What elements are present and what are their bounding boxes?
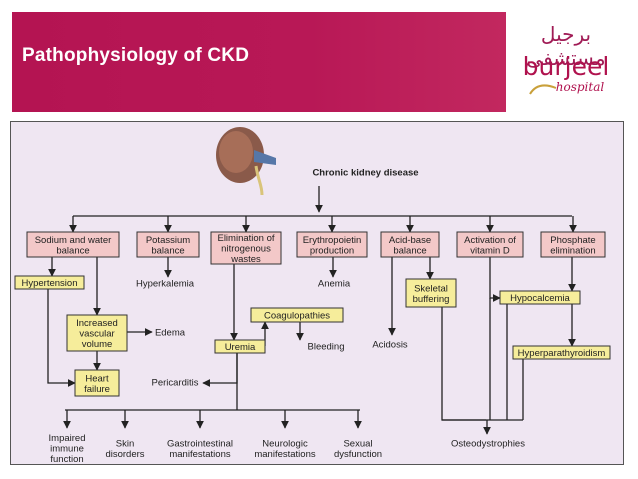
heart-failure-box-label: failure [84, 384, 110, 395]
bleeding-label-label: Bleeding [308, 342, 345, 353]
acidosis-label-label: Acidosis [372, 340, 408, 351]
outcome-1-label: immune [50, 444, 84, 455]
category-box-1-label: balance [56, 245, 89, 256]
pericarditis-label: Pericarditis [152, 378, 199, 389]
outcome-5-label: Sexual [343, 438, 372, 449]
root-node: Chronic kidney disease [312, 168, 418, 179]
category-box-2-label: Potassium [146, 235, 190, 246]
increased-volume-box-label: vascular [79, 329, 114, 340]
hospital-logo [506, 12, 626, 112]
hypocalcemia-box-label: Hypocalcemia [510, 293, 570, 304]
osteodystrophies-label-label: Osteodystrophies [451, 439, 525, 450]
outcome-1-label: function [50, 454, 83, 465]
outcome-1-label: Impaired [49, 433, 86, 444]
outcome-3-label: manifestations [169, 449, 231, 460]
connector-line [202, 353, 238, 387]
outcome-2-label: Skin [116, 438, 134, 449]
heart-failure-box-label: Heart [85, 373, 109, 384]
increased-volume-box-label: volume [82, 339, 113, 350]
outcome-4-label: manifestations [254, 449, 316, 460]
kidney-illustration [216, 127, 276, 196]
outcome-4-label: Neurologic [262, 438, 308, 449]
increased-volume-box-label: Increased [76, 318, 118, 329]
hypocalcemia-box: Hypocalcemia [499, 290, 581, 305]
uremia-label-box: Uremia [214, 339, 266, 354]
outcome-5-label: dysfunction [334, 449, 382, 460]
connector-line [47, 289, 76, 387]
hyperkalemia-label-label: Hyperkalemia [136, 279, 195, 290]
connector-line [441, 307, 486, 421]
edema-label-label: Edema [155, 328, 186, 339]
category-box-1-label: Sodium and water [35, 235, 112, 246]
logo-swoosh-icon [529, 84, 557, 95]
hyperparathyroidism-box-label: Hyperparathyroidism [518, 348, 606, 359]
category-box-3-label: Elimination of [217, 233, 274, 244]
hypertension-box-label: Hypertension [22, 278, 78, 289]
category-box-4-label: production [310, 245, 354, 256]
category-box-7-label: Phosphate [550, 235, 595, 246]
edema-label: Edema [155, 328, 186, 339]
outcome-3-label: Gastrointestinal [167, 438, 233, 449]
coagulopathies-box: Coagulopathies [250, 307, 344, 323]
logo-arabic-text: برجيل مستشفى [526, 22, 606, 70]
pericarditis-label-label: Pericarditis [152, 378, 199, 389]
category-box-3-label: wastes [230, 254, 261, 265]
anemia-label-label: Anemia [318, 279, 351, 290]
hypertension-box: Hypertension [14, 275, 85, 290]
osteodystrophies-label: Osteodystrophies [451, 439, 525, 450]
logo-subtitle: hospital [555, 80, 605, 94]
category-box-7-label: elimination [550, 245, 595, 256]
category-box-5-label: balance [393, 245, 426, 256]
acidosis-label: Acidosis [372, 340, 408, 351]
category-box-3-label: nitrogenous [221, 244, 271, 255]
outcome-2-label: disorders [105, 449, 144, 460]
hyperkalemia-label: Hyperkalemia [136, 279, 195, 290]
category-box-6-label: Activation of [464, 235, 516, 246]
logo-wordmark: burjeel [522, 52, 610, 81]
category-box-5-label: Acid-base [389, 235, 431, 246]
skeletal-buffering-box-label: Skeletal [414, 283, 448, 294]
slide-title: Pathophysiology of CKD [22, 45, 250, 66]
uremia-label-box-label: Uremia [225, 342, 256, 353]
anemia-label: Anemia [318, 279, 351, 290]
connector-line [489, 257, 501, 302]
title-banner [12, 12, 506, 112]
category-box-6-label: vitamin D [470, 245, 510, 256]
root-node-label: Chronic kidney disease [312, 168, 418, 179]
bleeding-label: Bleeding [308, 342, 345, 353]
category-box-4-label: Erythropoietin [303, 235, 362, 246]
skeletal-buffering-box-label: buffering [413, 294, 450, 305]
coagulopathies-box-label: Coagulopathies [264, 311, 330, 322]
category-box-2-label: balance [151, 245, 184, 256]
hyperparathyroidism-box: Hyperparathyroidism [512, 345, 611, 360]
